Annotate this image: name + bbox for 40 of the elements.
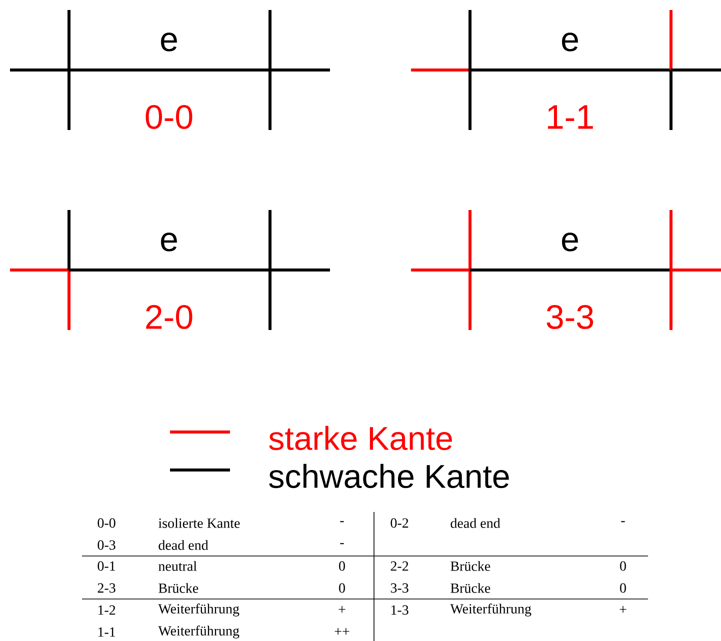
table-cell: -: [621, 521, 625, 522]
table-cell: 0-1: [98, 561, 116, 571]
table-cell: -: [340, 543, 344, 544]
table-cell: +: [338, 606, 346, 613]
table-cell: neutral: [158, 561, 197, 571]
table-cell: Brücke: [450, 561, 490, 571]
table-cell: 0-2: [390, 518, 408, 528]
table-cell: Weiterführung: [158, 604, 240, 616]
table-cell: Brücke: [158, 583, 198, 593]
table-cell: 0: [339, 583, 345, 593]
table-cell: isolierte Kante: [158, 518, 240, 528]
configuration-label: 0-0: [146, 104, 192, 130]
table-cell: ++: [334, 628, 350, 635]
table-cell: 1-3: [391, 605, 408, 615]
configuration-label: 3-3: [546, 304, 594, 330]
table-cell: Weiterführung: [450, 604, 532, 616]
configuration-label: 1-1: [548, 105, 593, 129]
table-cell: 1-2: [98, 605, 116, 615]
table-cell: 1-1: [98, 627, 116, 637]
edge-symbol: e: [562, 32, 578, 52]
table-cell: Weiterführung: [158, 626, 240, 638]
table-cell: 0: [620, 583, 626, 593]
configuration-label: 2-0: [146, 304, 192, 330]
table-cell: +: [620, 606, 626, 613]
table-cell: 0-0: [98, 518, 116, 528]
table-cell: 2-3: [98, 583, 116, 593]
table-cell: dead end: [158, 540, 208, 550]
table-cell: dead end: [450, 518, 500, 528]
table-cell: 0-3: [98, 540, 116, 550]
edge-symbol: e: [562, 232, 578, 252]
legend-text: starke Kante: [269, 426, 452, 450]
edge-symbol: e: [161, 32, 177, 52]
table-cell: -: [340, 521, 344, 522]
table-cell: 2-2: [390, 561, 408, 571]
edge-symbol: e: [161, 232, 177, 252]
legend-text: schwache Kante: [269, 464, 509, 488]
table-cell: 3-3: [390, 583, 408, 593]
table-cell: Brücke: [450, 583, 490, 593]
table-cell: 0: [339, 561, 345, 571]
table-cell: 0: [620, 561, 626, 571]
